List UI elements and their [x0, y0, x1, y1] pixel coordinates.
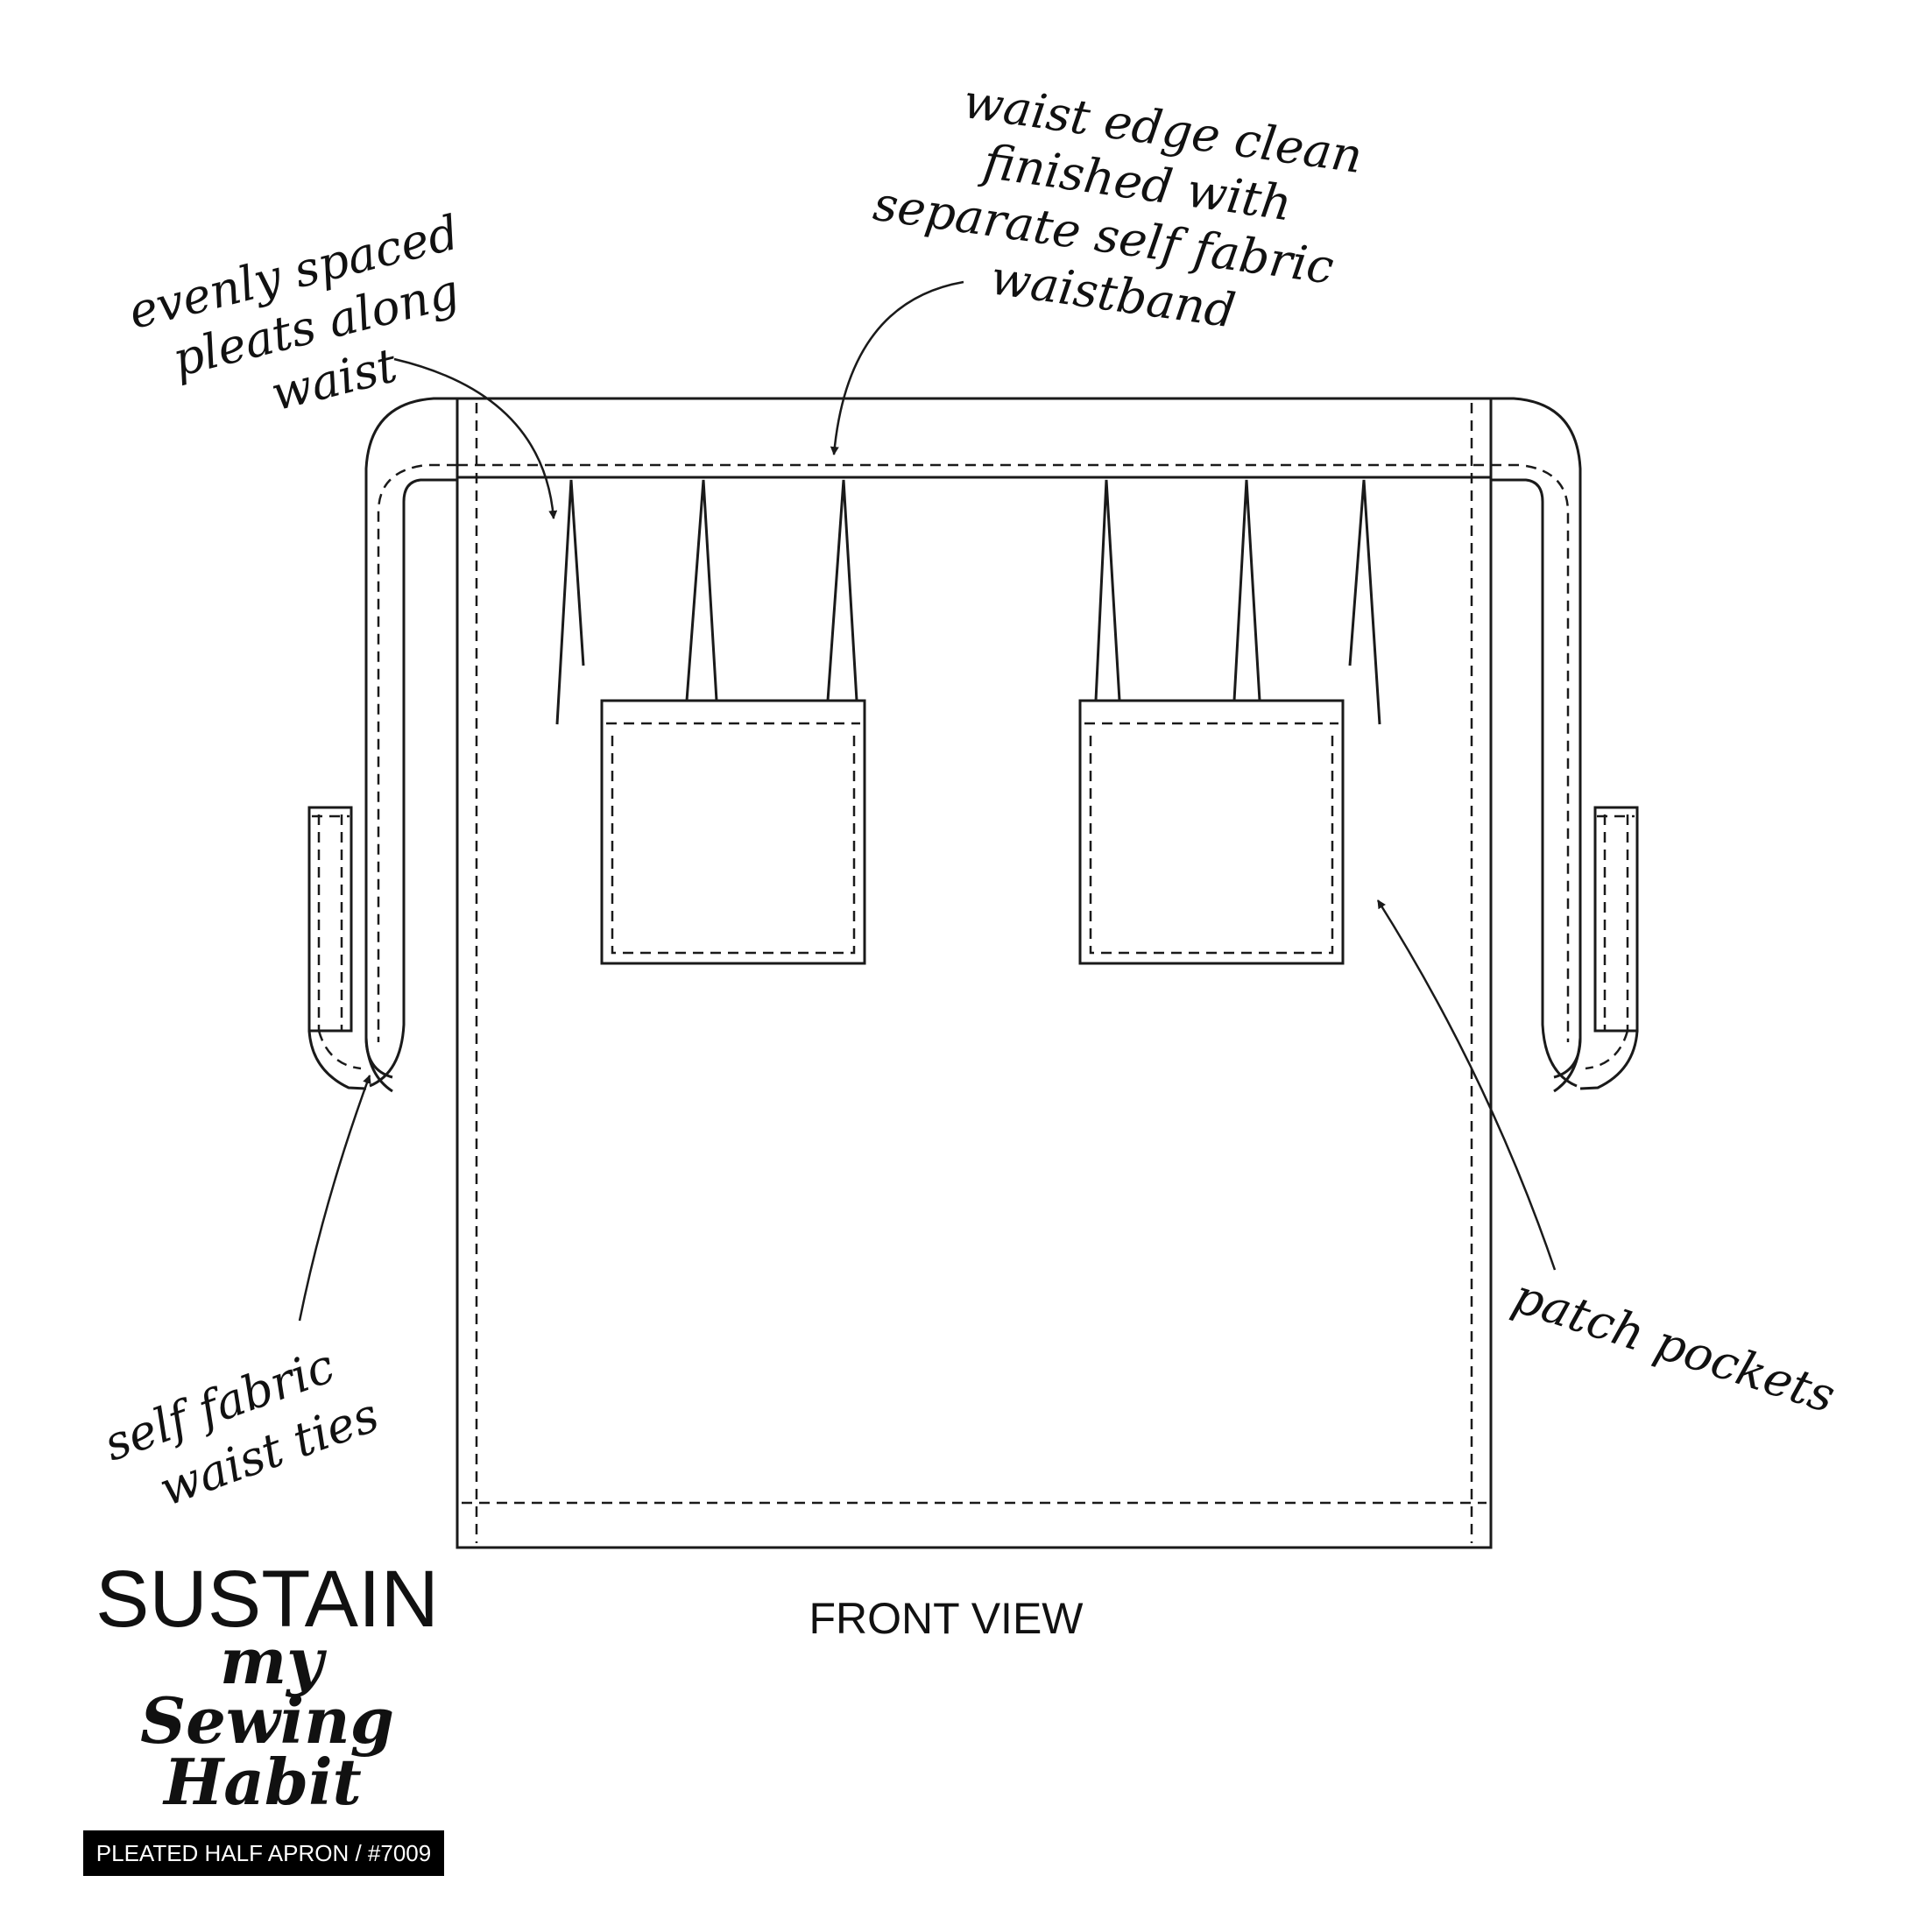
pleat	[685, 479, 718, 702]
note-ties: self fabric waist ties	[97, 1338, 386, 1518]
pleat	[555, 479, 585, 725]
waistband	[457, 463, 1491, 479]
arrow-pockets	[1376, 899, 1557, 1271]
waist-tie-left	[307, 397, 457, 1093]
note-pockets-line: patch pockets	[1507, 1268, 1842, 1424]
pleats	[555, 479, 1381, 725]
waist-tie-right	[1491, 397, 1639, 1093]
brand-logo: SUSTAIN my Sewing Habit PLEATED HALF APR…	[83, 1555, 444, 1876]
pleat	[1348, 479, 1381, 725]
brand-script-line: Habit	[162, 1745, 362, 1819]
pleat	[1232, 479, 1261, 702]
pleat	[1094, 479, 1121, 702]
note-pleats: evenly spaced pleats along waist	[124, 205, 465, 422]
apron-body	[456, 397, 1493, 1549]
product-label: PLEATED HALF APRON / #7009	[96, 1840, 431, 1866]
brand-script-line: Sewing	[140, 1683, 394, 1758]
arrow-waistband	[830, 280, 964, 455]
note-pockets: patch pockets	[1507, 1268, 1842, 1424]
patch-pocket-right	[1078, 699, 1345, 965]
brand-name: SUSTAIN	[95, 1555, 439, 1644]
arrow-ties	[298, 1075, 371, 1322]
brand-script-line: my	[220, 1624, 327, 1698]
pleat	[826, 479, 858, 702]
patch-pocket-left	[600, 699, 866, 965]
note-waistband: waist edge clean finished with separate …	[870, 74, 1366, 339]
product-label-bar	[83, 1830, 444, 1876]
view-label: FRONT VIEW	[809, 1594, 1084, 1643]
arrow-pleats	[393, 357, 558, 519]
